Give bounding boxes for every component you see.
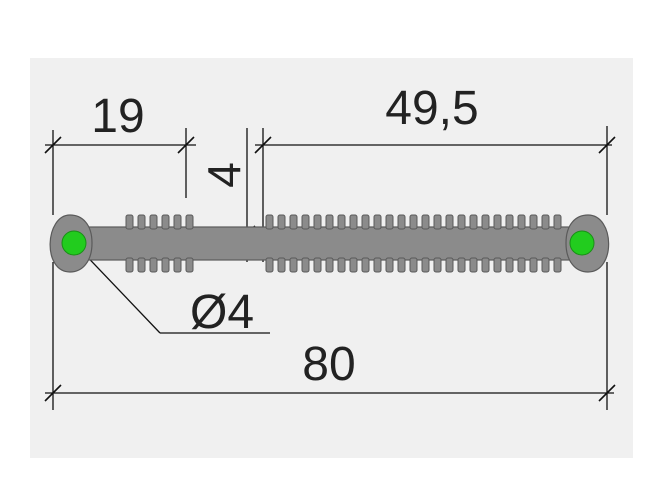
profile-rib [553, 214, 562, 230]
profile-rib [517, 257, 526, 273]
profile-rib [337, 214, 346, 230]
profile-rib [517, 214, 526, 230]
profile-rib [137, 257, 146, 273]
profile-rib [161, 257, 170, 273]
profile-rib [421, 214, 430, 230]
profile-rib [421, 257, 430, 273]
profile-rib [185, 257, 194, 273]
profile-rib [373, 214, 382, 230]
profile-rib [161, 214, 170, 230]
profile-rib [185, 214, 194, 230]
profile-rib [409, 214, 418, 230]
profile-rib [125, 257, 134, 273]
profile-rib [481, 214, 490, 230]
profile-rib [301, 214, 310, 230]
profile-rib [385, 214, 394, 230]
profile-rib [149, 257, 158, 273]
profile-rib [149, 214, 158, 230]
profile-rib [361, 214, 370, 230]
profile-rib [541, 214, 550, 230]
profile-rib [553, 257, 562, 273]
profile-rib [433, 214, 442, 230]
profile-rib [469, 257, 478, 273]
dim-bulb-diameter: Ø4 [190, 286, 254, 339]
profile-rib [337, 257, 346, 273]
dim-right-width: 49,5 [385, 82, 478, 135]
dim-thickness: 4 [198, 162, 250, 188]
dimension-lines [45, 144, 614, 394]
profile-rib [433, 257, 442, 273]
profile-rib [469, 214, 478, 230]
profile-rib [325, 214, 334, 230]
profile-rib [173, 257, 182, 273]
profile-rib [385, 257, 394, 273]
dim-total-width: 80 [302, 338, 355, 391]
profile-rib [541, 257, 550, 273]
profile-rib [361, 257, 370, 273]
profile-rib [373, 257, 382, 273]
profile-rib [505, 214, 514, 230]
profile-rib [397, 214, 406, 230]
profile-rib [277, 257, 286, 273]
profile-rib [481, 257, 490, 273]
profile-rib [445, 214, 454, 230]
profile-rib [349, 214, 358, 230]
profile-rib [289, 214, 298, 230]
profile-rib [505, 257, 514, 273]
profile-rib [289, 257, 298, 273]
profile-rib [265, 214, 274, 230]
profile-rib [409, 257, 418, 273]
profile-rib [313, 214, 322, 230]
profile-rib [173, 214, 182, 230]
profile-rib [457, 257, 466, 273]
profile-rib [349, 257, 358, 273]
profile-rib [529, 257, 538, 273]
profile-rib [529, 214, 538, 230]
dim-left-width: 19 [91, 90, 144, 143]
waterstop-profile [49, 214, 610, 273]
profile-rib [445, 257, 454, 273]
profile-rib [493, 214, 502, 230]
right-bulb-core [569, 230, 595, 256]
left-bulb-core [61, 230, 87, 256]
profile-rib [277, 214, 286, 230]
profile-rib [457, 214, 466, 230]
profile-rib [137, 214, 146, 230]
profile-rib [265, 257, 274, 273]
profile-rib [301, 257, 310, 273]
profile-rib [493, 257, 502, 273]
profile-rib [125, 214, 134, 230]
profile-rib [313, 257, 322, 273]
profile-rib [397, 257, 406, 273]
profile-rib [325, 257, 334, 273]
